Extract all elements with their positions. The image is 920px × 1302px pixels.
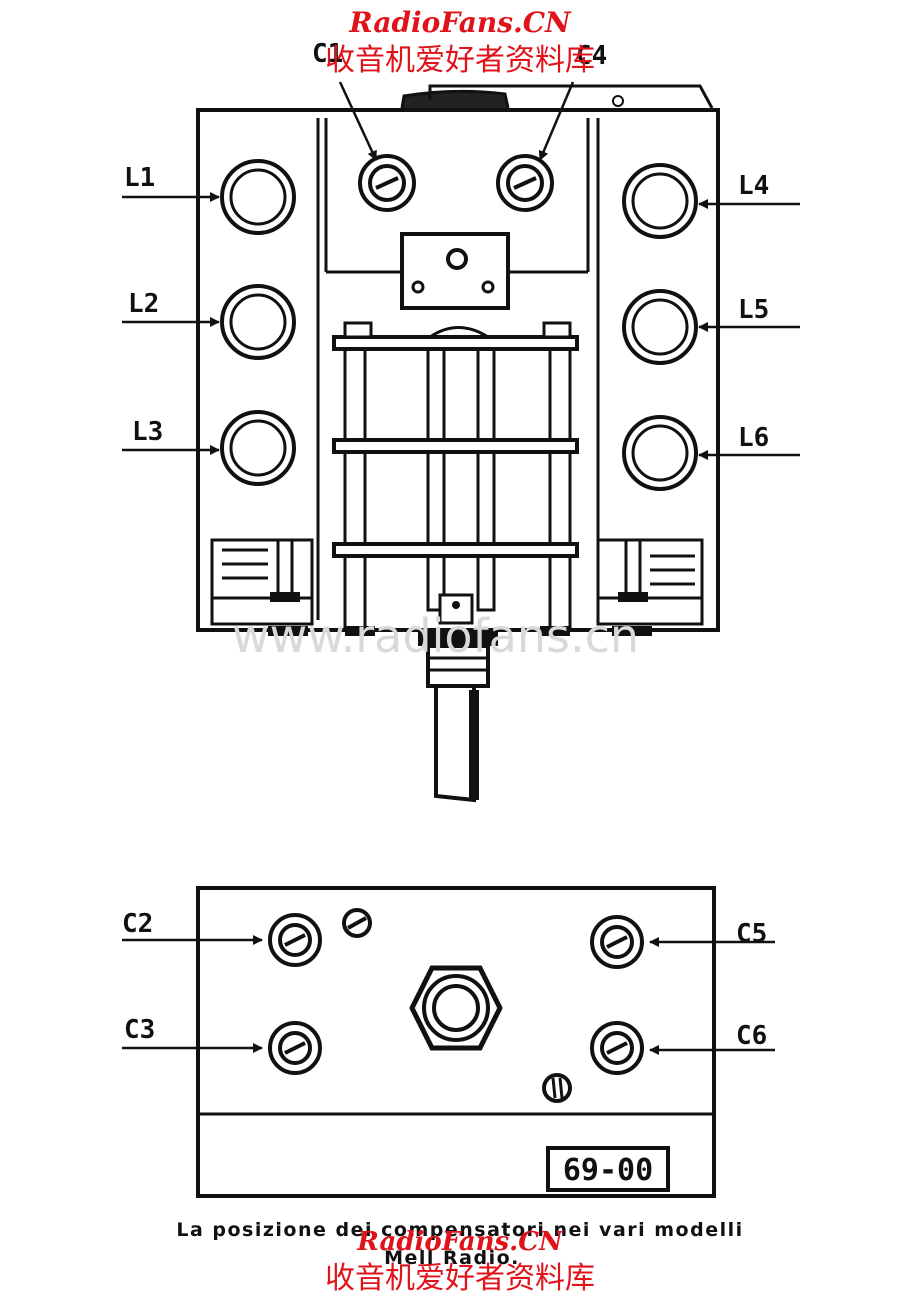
bottom-screws <box>345 626 375 636</box>
coil-l3 <box>220 410 296 486</box>
caption-line-2: Mell Radio. <box>384 1247 520 1269</box>
bottom-screws <box>268 626 308 636</box>
shaft-bushing <box>418 628 498 688</box>
top-view: C1 C4 L1 L2 L3 L4 L5 L6 <box>122 39 800 803</box>
model-box <box>546 1146 670 1192</box>
label-l5: L5 <box>738 295 769 325</box>
control-shaft <box>434 684 476 803</box>
label-l6: L6 <box>738 423 769 453</box>
label-c1: C1 <box>312 39 343 69</box>
coil-l6 <box>622 415 698 491</box>
label-l1: L1 <box>124 163 155 193</box>
label-c2: C2 <box>122 909 153 939</box>
label-l2: L2 <box>128 289 159 319</box>
wafer-switch <box>332 321 579 630</box>
terminal-block-right <box>596 538 704 626</box>
label-l4: L4 <box>738 171 769 201</box>
terminal-block-left <box>210 538 314 626</box>
label-c6: C6 <box>736 1021 767 1051</box>
screw-small <box>542 1073 572 1103</box>
trimmer-c1 <box>358 154 416 212</box>
center-plate <box>400 232 510 310</box>
mount-hole <box>612 95 624 107</box>
bottom-view: 69-00 C2 C3 C5 C6 <box>122 886 775 1198</box>
watermark-chinese-top: 收音机爱好者资料库 <box>325 43 595 78</box>
trimmer-c3 <box>268 1021 322 1075</box>
coil-l4 <box>622 163 698 239</box>
coil-l2 <box>220 284 296 360</box>
watermark-site-top: RadioFans.CN <box>348 6 572 39</box>
trimmer-c4 <box>496 154 554 212</box>
plate-hole <box>411 280 425 294</box>
caption-line-1: La posizione dei compensatori nei vari m… <box>176 1219 743 1241</box>
label-c3: C3 <box>124 1015 155 1045</box>
trimmer-c5 <box>590 915 644 969</box>
coil-l5 <box>622 289 698 365</box>
bottom-screws <box>540 626 570 636</box>
arrow-c4 <box>538 81 575 161</box>
watermark-chinese-bottom: 收音机爱好者资料库 <box>325 1261 595 1296</box>
arrow-c1 <box>338 81 378 161</box>
watermark-url: www.radiofans.cn <box>232 609 639 663</box>
hex-nut <box>409 965 503 1051</box>
label-c4: C4 <box>576 41 607 71</box>
trimmer-c2 <box>268 913 322 967</box>
model-number: 69-00 <box>563 1153 653 1188</box>
screw-small <box>342 908 372 938</box>
label-c5: C5 <box>736 919 767 949</box>
top-bracket <box>428 84 714 109</box>
top-connector <box>400 89 510 109</box>
plate-hole <box>481 280 495 294</box>
label-l3: L3 <box>132 417 163 447</box>
coil-l1 <box>220 159 296 235</box>
plate-screw <box>446 248 468 270</box>
watermark-site-bottom: RadioFans.CN <box>356 1227 564 1257</box>
trimmer-c6 <box>590 1021 644 1075</box>
bottom-screws <box>612 626 652 636</box>
